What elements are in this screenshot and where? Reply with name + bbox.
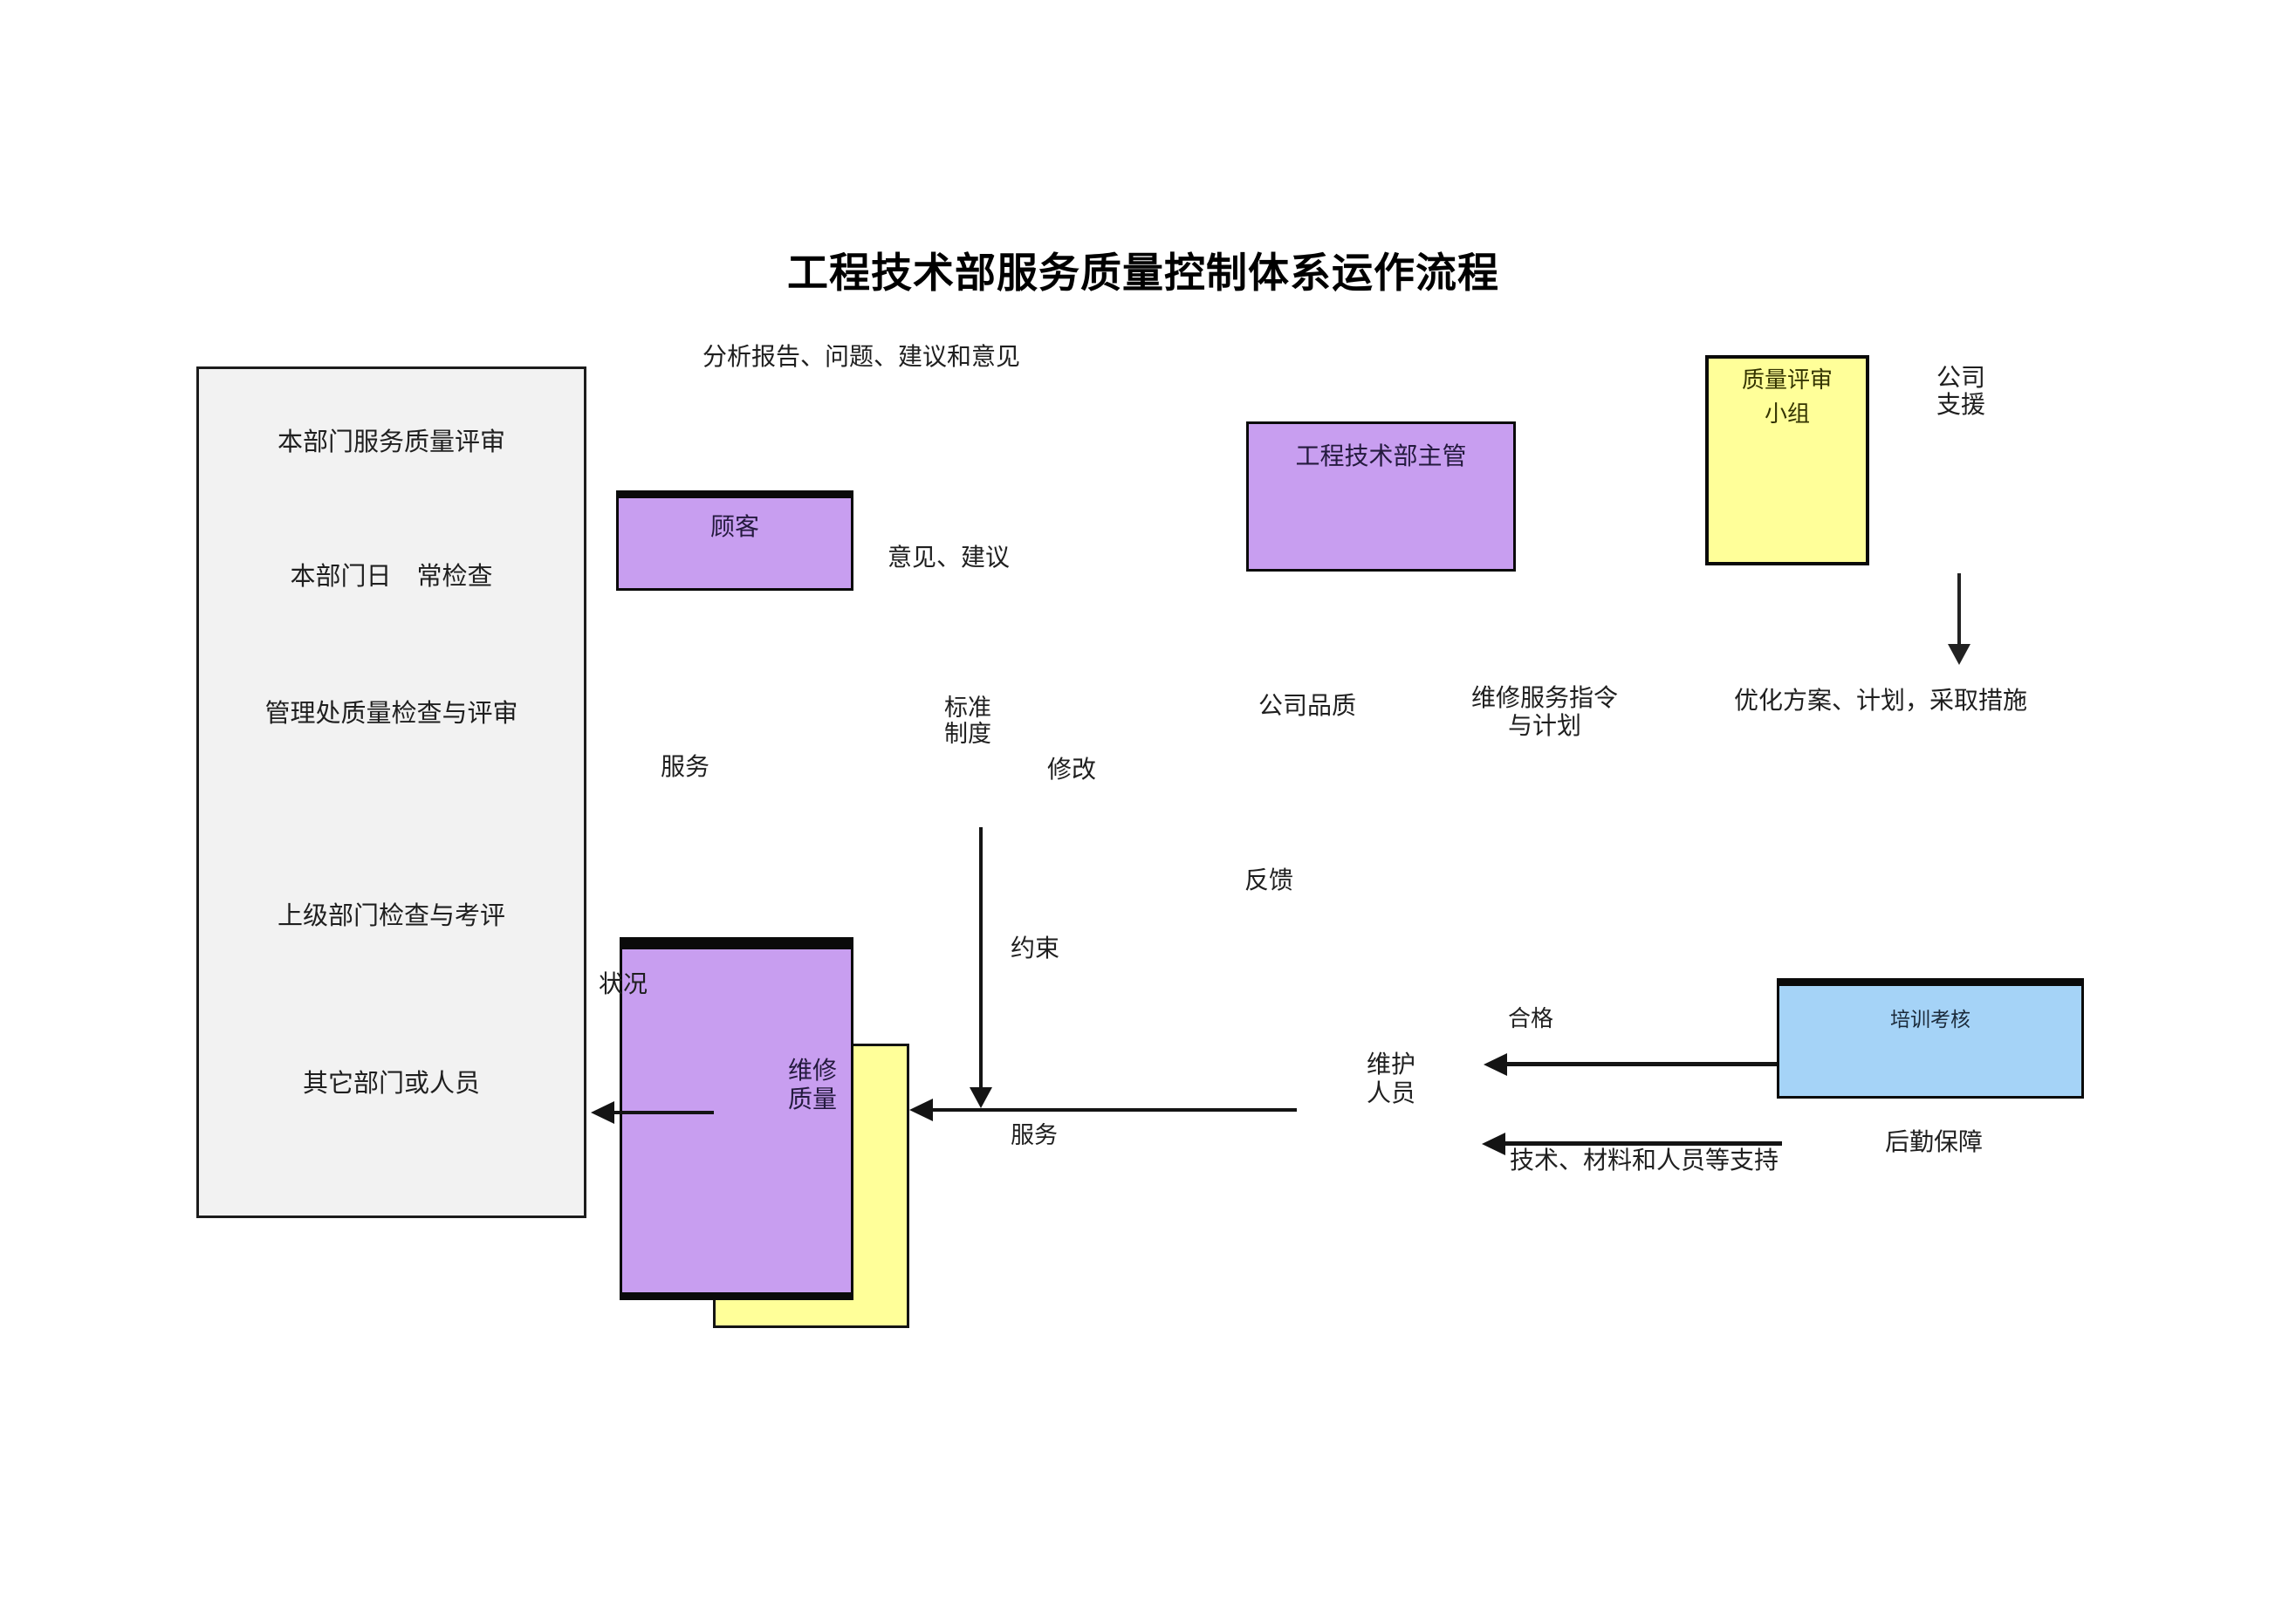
maintenance-staff-line2: 人员 (1366, 1079, 1415, 1106)
constraint-arrow-line (979, 827, 983, 1089)
analysis-report-label: 分析报告、问题、建议和意见 (703, 343, 1021, 370)
maintenance-quality-line1: 维修 (787, 1057, 837, 1084)
optimize-plan-label: 优化方案、计划，采取措施 (1734, 687, 2028, 714)
standard-line1: 标准 (944, 695, 991, 721)
quality-team-label-line2: 小组 (1764, 401, 1810, 427)
maintenance-staff-line1: 维护 (1366, 1051, 1415, 1078)
qualified-arrowhead (1484, 1053, 1507, 1076)
company-support-label: 公司 支援 (1924, 364, 1998, 418)
panel-item-superior-check: 上级部门检查与考评 (277, 902, 505, 930)
constraint-label: 约束 (1011, 935, 1060, 962)
company-support-line1: 公司 (1936, 364, 1985, 391)
company-support-arrowhead (1948, 644, 1970, 665)
service-arrowhead (909, 1099, 933, 1121)
customer-box-label: 顾客 (709, 513, 759, 540)
company-support-arrow-line (1957, 573, 1961, 645)
status-label: 状况 (599, 970, 648, 997)
company-support-line2: 支援 (1936, 391, 1985, 418)
quality-review-team-box: 质量评审 小组 (1705, 355, 1869, 565)
company-quality-label: 公司品质 (1258, 692, 1357, 719)
standard-system-label: 标准 制度 (928, 695, 1008, 747)
maintenance-quality-label: 维修 质量 (778, 1056, 847, 1113)
quality-team-label-line1: 质量评审 (1741, 366, 1833, 393)
service-arrow-line (930, 1108, 1297, 1112)
modify-label: 修改 (1047, 756, 1097, 783)
training-assessment-box: 培训考核 (1777, 978, 2084, 1099)
qualified-label: 合格 (1508, 1005, 1554, 1031)
supervisor-box: 工程技术部主管 (1246, 421, 1516, 572)
opinions-suggestions-label: 意见、建议 (888, 544, 1011, 571)
constraint-arrowhead (970, 1087, 992, 1108)
customer-box: 顾客 (616, 490, 853, 591)
feedback-label: 反馈 (1244, 866, 1294, 894)
qualified-arrow-line (1504, 1062, 1777, 1066)
status-arrowhead (591, 1101, 614, 1124)
status-arrow-line (611, 1111, 714, 1114)
standard-line2: 制度 (944, 721, 991, 747)
maintenance-quality-line2: 质量 (787, 1085, 837, 1113)
supervisor-box-label: 工程技术部主管 (1295, 442, 1467, 469)
service-order-line1: 维修服务指令 (1470, 684, 1618, 711)
tech-support-arrowhead (1482, 1133, 1505, 1155)
maintenance-staff-label: 维护 人员 (1354, 1050, 1428, 1107)
panel-item-dept-service-review: 本部门服务质量评审 (277, 428, 505, 456)
training-box-label: 培训考核 (1890, 1008, 1970, 1031)
service-bottom-label: 服务 (1011, 1122, 1058, 1148)
review-panel: 本部门服务质量评审 本部门日 常检查 管理处质量检查与评审 上级部门检查与考评 … (196, 366, 586, 1218)
page-title: 工程技术部服务质量控制体系运作流程 (787, 251, 1499, 297)
service-top-label: 服务 (661, 753, 710, 780)
tech-support-arrow-line (1503, 1141, 1782, 1146)
tech-support-label: 技术、材料和人员等支持 (1510, 1147, 1779, 1174)
service-order-line2: 与计划 (1507, 712, 1581, 739)
logistics-label: 后勤保障 (1885, 1128, 1984, 1155)
maintenance-quality-box: 维修 质量 (620, 937, 853, 1300)
panel-item-daily-check: 本部门日 常检查 (290, 563, 493, 591)
panel-item-mgmt-office-check: 管理处质量检查与评审 (264, 700, 518, 728)
service-order-label: 维修服务指令 与计划 (1466, 684, 1623, 740)
panel-item-other-depts: 其它部门或人员 (302, 1070, 480, 1098)
